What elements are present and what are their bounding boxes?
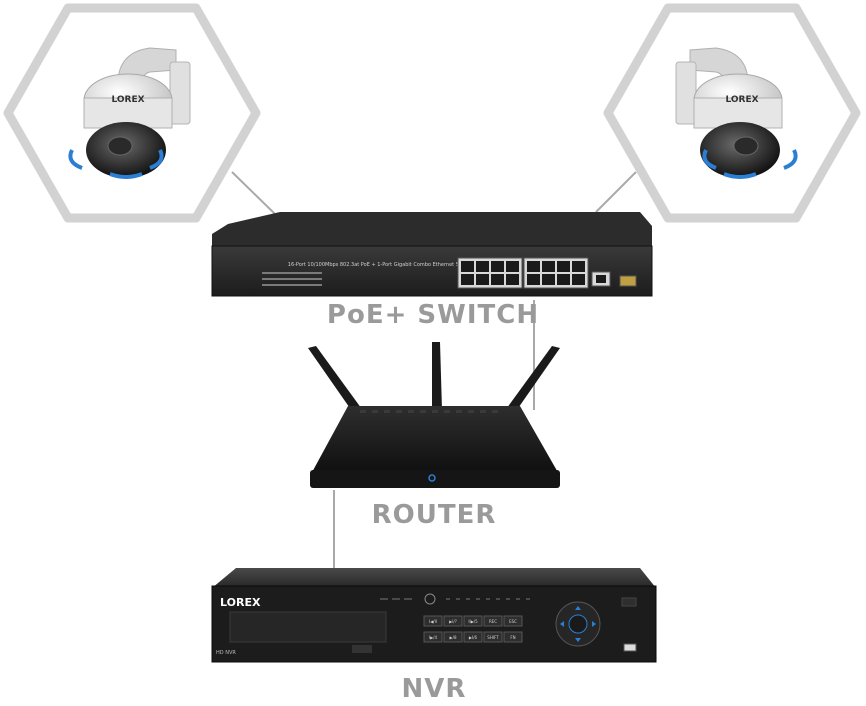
nvr-label: NVR: [401, 674, 467, 704]
router: [308, 342, 560, 488]
nvr-model-text: HD NVR: [216, 650, 236, 656]
connector-lines: [231, 171, 637, 568]
camera-right: LOREX: [603, 3, 861, 223]
camera-right-brand: LOREX: [725, 95, 758, 105]
nvr-button-label: II▶/5: [468, 619, 478, 624]
nvr: LOREX HD NVR I◀/II ▶I/? II▶/5 REC: [211, 568, 657, 663]
poe-switch-label: PoE+ SWITCH: [326, 300, 540, 330]
nvr-button-label: ▶/8: [450, 635, 457, 640]
nvr-button-label: REC: [489, 619, 497, 624]
nvr-button-label: ▶I/6: [469, 635, 478, 640]
nvr-button-label: ESC: [509, 619, 517, 624]
nvr-brand: LOREX: [220, 596, 261, 609]
nvr-button-label: I◀/II: [429, 619, 437, 624]
poe-switch: 16-Port 10/100Mbps 802.3at PoE + 1-Port …: [211, 212, 653, 297]
switch-front-text: 16-Port 10/100Mbps 802.3at PoE + 1-Port …: [288, 262, 472, 268]
nvr-button-label: I▶/4: [429, 635, 438, 640]
camera-left-brand: LOREX: [111, 95, 144, 105]
camera-right-to-switch-line: [595, 171, 637, 213]
nvr-button-pad: I◀/II ▶I/? II▶/5 REC ESC I▶/4 ▶/8 ▶I/6 S…: [423, 615, 523, 643]
router-label: ROUTER: [371, 500, 497, 530]
switch-status-leds: [262, 272, 322, 286]
nvr-button-label: FN: [510, 635, 515, 640]
nvr-jog-wheel: [555, 601, 601, 647]
router-power-indicator: [428, 474, 436, 482]
camera-left: LOREX: [3, 3, 261, 223]
camera-left-to-switch-line: [231, 171, 276, 215]
nvr-button-label: ▶I/?: [449, 619, 457, 624]
nvr-button-label: SHIFT: [487, 635, 499, 640]
